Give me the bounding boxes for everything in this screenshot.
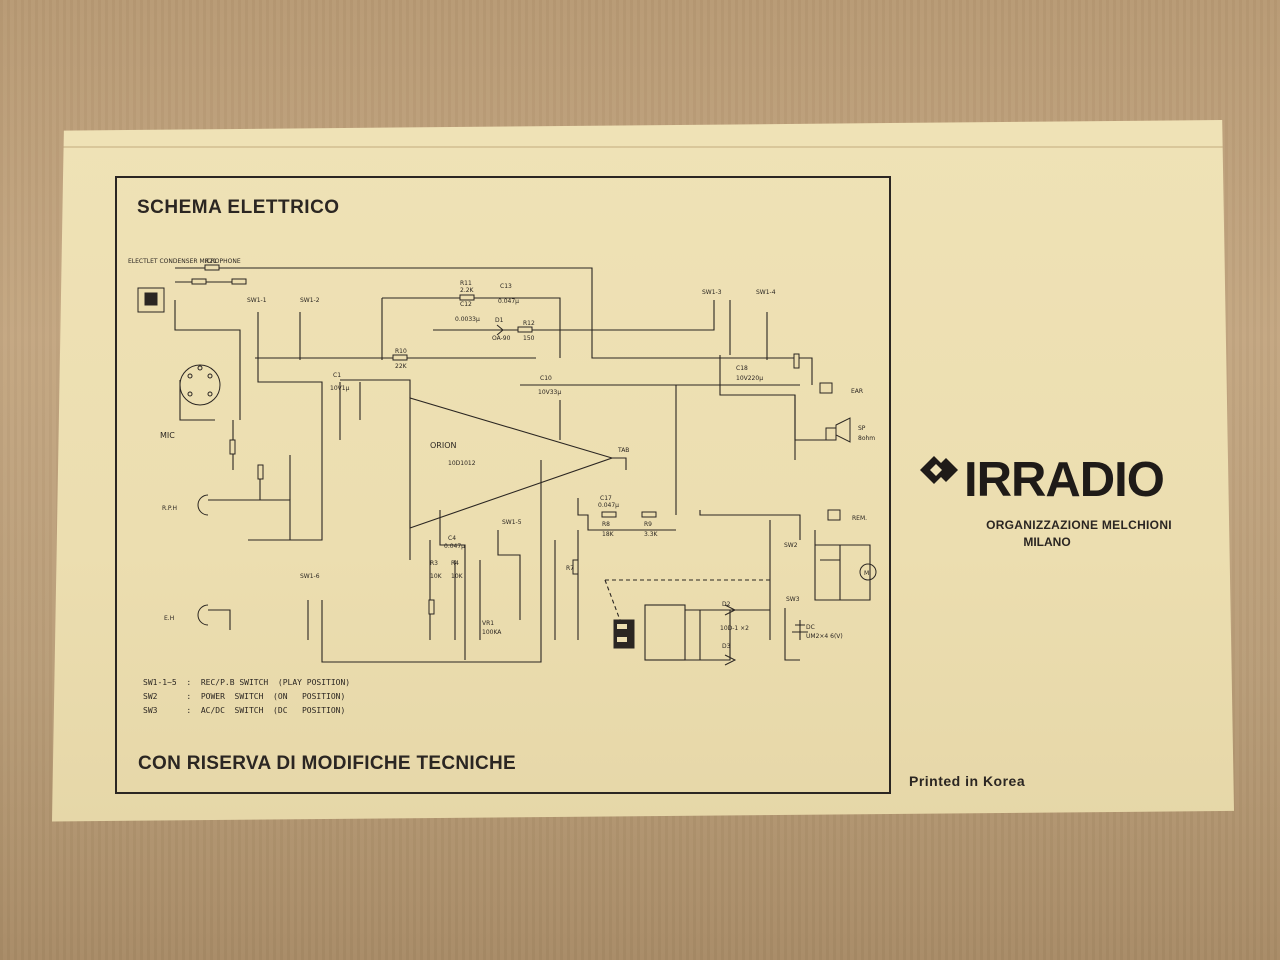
vr1-label: VR1 <box>482 620 494 627</box>
brand-city: MILANO <box>1023 535 1071 549</box>
brand-name: IRRADIO <box>964 453 1165 507</box>
c18-value: 10V220μ <box>736 375 763 382</box>
sw1-3-label: SW1-3 <box>702 289 722 296</box>
legend-row: SW3 : AC/DC SWITCH (DC POSITION) <box>143 706 346 715</box>
schematic-components <box>137 264 841 649</box>
c17-value: 0.047μ <box>598 502 619 509</box>
c17-label: C17 <box>600 495 612 502</box>
r4-value: 10K <box>451 573 464 580</box>
rph-label: R.P.H <box>162 505 177 512</box>
r12-label: R12 <box>523 320 535 327</box>
mic-capsule-label: ELECTLET CONDENSER MICROPHONE <box>128 258 241 265</box>
legend-row: SW1-1~5 : REC/P.B SWITCH (PLAY POSITION) <box>143 678 351 687</box>
r11-value: 2.2K <box>460 287 475 294</box>
schematic-title: SCHEMA ELETTRICO <box>137 197 340 218</box>
sw2-label: SW2 <box>784 542 798 549</box>
eh-label: E.H <box>164 615 174 622</box>
battery-value: UM2×4 6(V) <box>806 633 843 640</box>
c10-value: 10V33μ <box>538 389 561 396</box>
irradio-diamond-logo-icon <box>920 456 958 484</box>
motor-label: M <box>864 570 869 577</box>
d1-value: OA-90 <box>492 335 511 342</box>
c12-label: C12 <box>460 301 472 308</box>
r7-label: R7 <box>566 565 574 572</box>
legend-desc: AC/DC SWITCH (DC POSITION) <box>200 706 346 715</box>
brand-organization: ORGANIZZAZIONE MELCHIONI <box>986 518 1172 532</box>
r8-label: R8 <box>602 521 610 528</box>
c12-value: 0.0033μ <box>455 316 480 323</box>
rem-label: REM. <box>852 515 867 522</box>
legend-ref: SW2 <box>143 692 158 701</box>
r11-label: R11 <box>460 280 472 287</box>
mic-label: MIC <box>160 431 175 440</box>
printed-in-label: Printed in Korea <box>909 773 1026 789</box>
c1-value: 10V1μ <box>330 385 350 392</box>
r10-label: R10 <box>395 348 407 355</box>
sw1-5-label: SW1-5 <box>502 519 522 526</box>
ic-tab-label: TAB <box>617 447 629 454</box>
schematic-labels: ELECTLET CONDENSER MICROPHONE MIC R.P.H … <box>128 258 875 650</box>
vr1-value: 100KA <box>482 629 502 636</box>
instruction-sheet <box>52 120 1234 822</box>
sw1-2-label: SW1-2 <box>300 297 320 304</box>
c4-label: C4 <box>448 535 456 542</box>
r9-label: R9 <box>644 521 652 528</box>
d3-label: D3 <box>722 643 731 650</box>
r8-value: 18K <box>602 531 615 538</box>
c18-label: C18 <box>736 365 748 372</box>
sw3-label: SW3 <box>786 596 800 603</box>
r10-value: 22K <box>395 363 408 370</box>
c10-label: C10 <box>540 375 552 382</box>
sw1-4-label: SW1-4 <box>756 289 776 296</box>
ic-part-label: 10D1012 <box>448 460 476 467</box>
sw1-1-label: SW1-1 <box>247 297 267 304</box>
r3-value: 10K <box>430 573 443 580</box>
paper-fold-line <box>52 146 1234 148</box>
legend-desc: POWER SWITCH (ON POSITION) <box>200 692 346 701</box>
c13-label: C13 <box>500 283 512 290</box>
legend-ref: SW3 <box>143 706 158 715</box>
switch-legend: SW1-1~5 : REC/P.B SWITCH (PLAY POSITION)… <box>143 676 350 718</box>
d1-label: D1 <box>495 317 504 324</box>
r9-value: 3.3K <box>644 531 659 538</box>
battery-label: DC <box>806 624 815 631</box>
r3-label: R3 <box>430 560 438 567</box>
diode-pack-label: 10D-1 ×2 <box>720 625 749 632</box>
schematic-symbols <box>179 324 877 666</box>
r12-value: 150 <box>523 335 535 342</box>
legend-ref: SW1-1~5 <box>143 678 177 687</box>
c4-value: 0.047μ <box>444 543 465 550</box>
r21-label: R21 <box>205 258 217 265</box>
ear-label: EAR <box>851 388 863 395</box>
c1-label: C1 <box>333 372 341 379</box>
technical-changes-notice: CON RISERVA DI MODIFICHE TECNICHE <box>138 753 516 774</box>
legend-row: SW2 : POWER SWITCH (ON POSITION) <box>143 692 346 701</box>
d2-label: D2 <box>722 601 731 608</box>
legend-desc: REC/P.B SWITCH (PLAY POSITION) <box>200 678 351 687</box>
ic-name-label: ORION <box>430 441 457 450</box>
sw1-6-label: SW1-6 <box>300 573 320 580</box>
sp-ohm-label: 8ohm <box>858 435 875 442</box>
c13-value: 0.047μ <box>498 298 519 305</box>
r4-label: R4 <box>451 560 459 567</box>
sp-label: SP <box>858 425 866 432</box>
schematic-frame <box>115 176 891 794</box>
